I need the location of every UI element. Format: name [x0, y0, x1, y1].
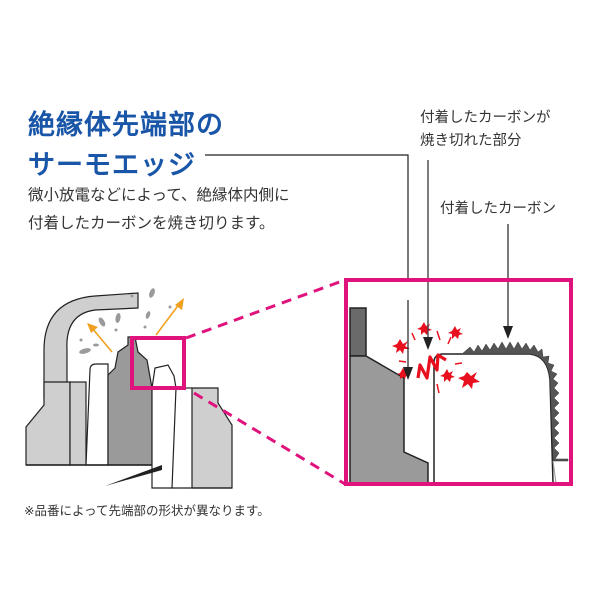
callout-burnt-line-1: 付着したカーボンが — [420, 110, 551, 126]
magnify-source-box — [130, 336, 186, 390]
zoom-connector-bottom — [193, 391, 346, 486]
arrow-down-icon — [503, 326, 513, 339]
electrode-top-block — [349, 307, 367, 357]
magnify-detail-frame — [344, 278, 573, 486]
carbon-deposit — [461, 341, 569, 462]
description: 微小放電などによって、絶縁体内側に 付着したカーボンを焼き切ります。 — [28, 181, 290, 237]
shell-left-inner — [69, 381, 87, 466]
description-line-1: 微小放電などによって、絶縁体内側に — [28, 186, 290, 204]
heading-line-1: 絶縁体先端部の — [28, 110, 224, 141]
carbon-particles — [79, 288, 172, 354]
heading: 絶縁体先端部の サーモエッジ — [28, 106, 224, 186]
insulator-left — [85, 363, 109, 466]
callout-attached-carbon: 付着したカーボン — [440, 201, 556, 217]
shell-left — [25, 381, 71, 466]
description-line-2: 付着したカーボンを焼き切ります。 — [28, 214, 275, 232]
heading-line-2: サーモエッジ — [28, 150, 196, 181]
callout-burnt-line-2: 焼き切れた部分 — [420, 133, 522, 149]
heat-arrows — [87, 298, 184, 353]
heading-leader-line — [205, 154, 409, 300]
arrow-down-icon — [423, 337, 433, 350]
callout-burnt-carbon: 付着したカーボンが 焼き切れた部分 — [420, 107, 551, 153]
spark-burst-icon — [392, 322, 480, 394]
zoomed-insulator — [433, 353, 554, 484]
insulator-right — [151, 364, 177, 489]
ground-electrode — [43, 292, 139, 399]
zoom-connector-top — [185, 278, 346, 340]
arrow-down-icon — [403, 367, 413, 380]
footnote: ※品番によって先端部の形状が異なります。 — [24, 503, 270, 518]
zoomed-tip-detail — [344, 160, 573, 486]
spark-plug-tip-overview — [25, 288, 233, 489]
